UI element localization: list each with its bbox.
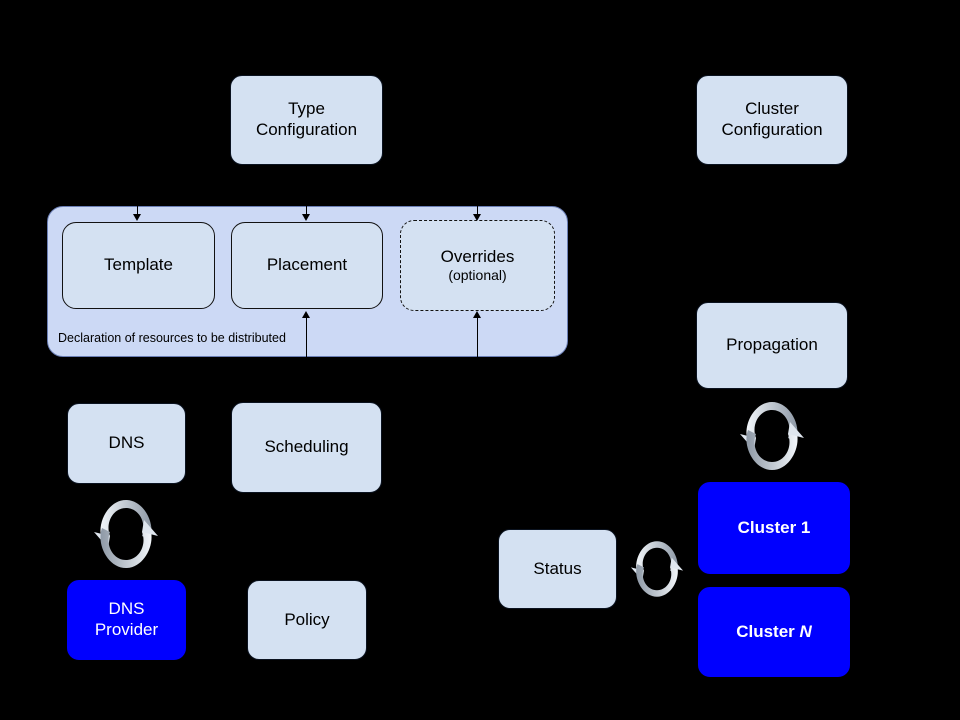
sync-icon-status [626, 528, 688, 610]
node-dns-label: DNS [108, 433, 145, 453]
connector-to-template [137, 206, 138, 217]
node-type-configuration-label: Type Configuration [231, 99, 382, 140]
connector-up-to-placement [306, 317, 307, 357]
cluster-configuration-line1: Cluster [745, 99, 799, 119]
arrowhead-up-to-overrides-icon [473, 311, 481, 318]
arrowhead-to-template-icon [133, 214, 141, 221]
node-overrides[interactable]: Overrides (optional) [400, 220, 555, 311]
cluster-n-suffix: N [799, 621, 812, 641]
cluster-1-suffix: 1 [800, 517, 811, 537]
node-dns-provider[interactable]: DNS Provider [67, 580, 186, 660]
node-propagation-label: Propagation [726, 335, 818, 355]
dns-provider-line2: Provider [94, 620, 159, 639]
sync-icon-dns [88, 492, 164, 576]
node-cluster-n-label: Cluster N [736, 622, 812, 643]
group-caption: Declaration of resources to be distribut… [58, 331, 286, 345]
node-placement-label: Placement [266, 255, 348, 275]
connector-to-overrides [477, 206, 478, 217]
node-template[interactable]: Template [62, 222, 215, 309]
node-cluster-1[interactable]: Cluster 1 [698, 482, 850, 574]
node-status-label: Status [533, 558, 582, 578]
dns-provider-line1: DNS [108, 599, 145, 619]
node-overrides-label: Overrides (optional) [401, 247, 554, 285]
overrides-line2-optional: (optional) [448, 267, 507, 284]
type-configuration-line2: Configuration [255, 120, 358, 139]
arrowhead-to-overrides-icon [473, 214, 481, 221]
node-placement[interactable]: Placement [231, 222, 383, 309]
cluster-1-prefix: Cluster [737, 517, 801, 537]
node-status[interactable]: Status [498, 529, 617, 609]
cluster-n-prefix: Cluster [736, 621, 800, 641]
node-dns-provider-label: DNS Provider [68, 599, 185, 640]
node-template-label: Template [104, 255, 173, 275]
connector-to-placement [306, 206, 307, 217]
arrowhead-up-to-placement-icon [302, 311, 310, 318]
cluster-configuration-line2: Configuration [721, 120, 823, 139]
type-configuration-line1: Type [288, 99, 325, 119]
sync-icon-propagation [734, 394, 810, 478]
node-scheduling-label: Scheduling [264, 437, 349, 457]
node-cluster-1-label: Cluster 1 [738, 518, 811, 539]
node-cluster-n[interactable]: Cluster N [698, 587, 850, 677]
node-cluster-configuration[interactable]: Cluster Configuration [696, 75, 848, 165]
group-caption-text: Declaration of resources to be distribut… [58, 331, 286, 345]
arrowhead-to-placement-icon [302, 214, 310, 221]
node-type-configuration[interactable]: Type Configuration [230, 75, 383, 165]
node-policy-label: Policy [284, 609, 330, 629]
node-cluster-configuration-label: Cluster Configuration [697, 99, 847, 140]
node-scheduling[interactable]: Scheduling [231, 402, 382, 493]
node-propagation[interactable]: Propagation [696, 302, 848, 389]
node-policy[interactable]: Policy [247, 580, 367, 660]
node-dns[interactable]: DNS [67, 403, 186, 484]
overrides-line1: Overrides [440, 246, 515, 266]
connector-up-to-overrides [477, 317, 478, 357]
